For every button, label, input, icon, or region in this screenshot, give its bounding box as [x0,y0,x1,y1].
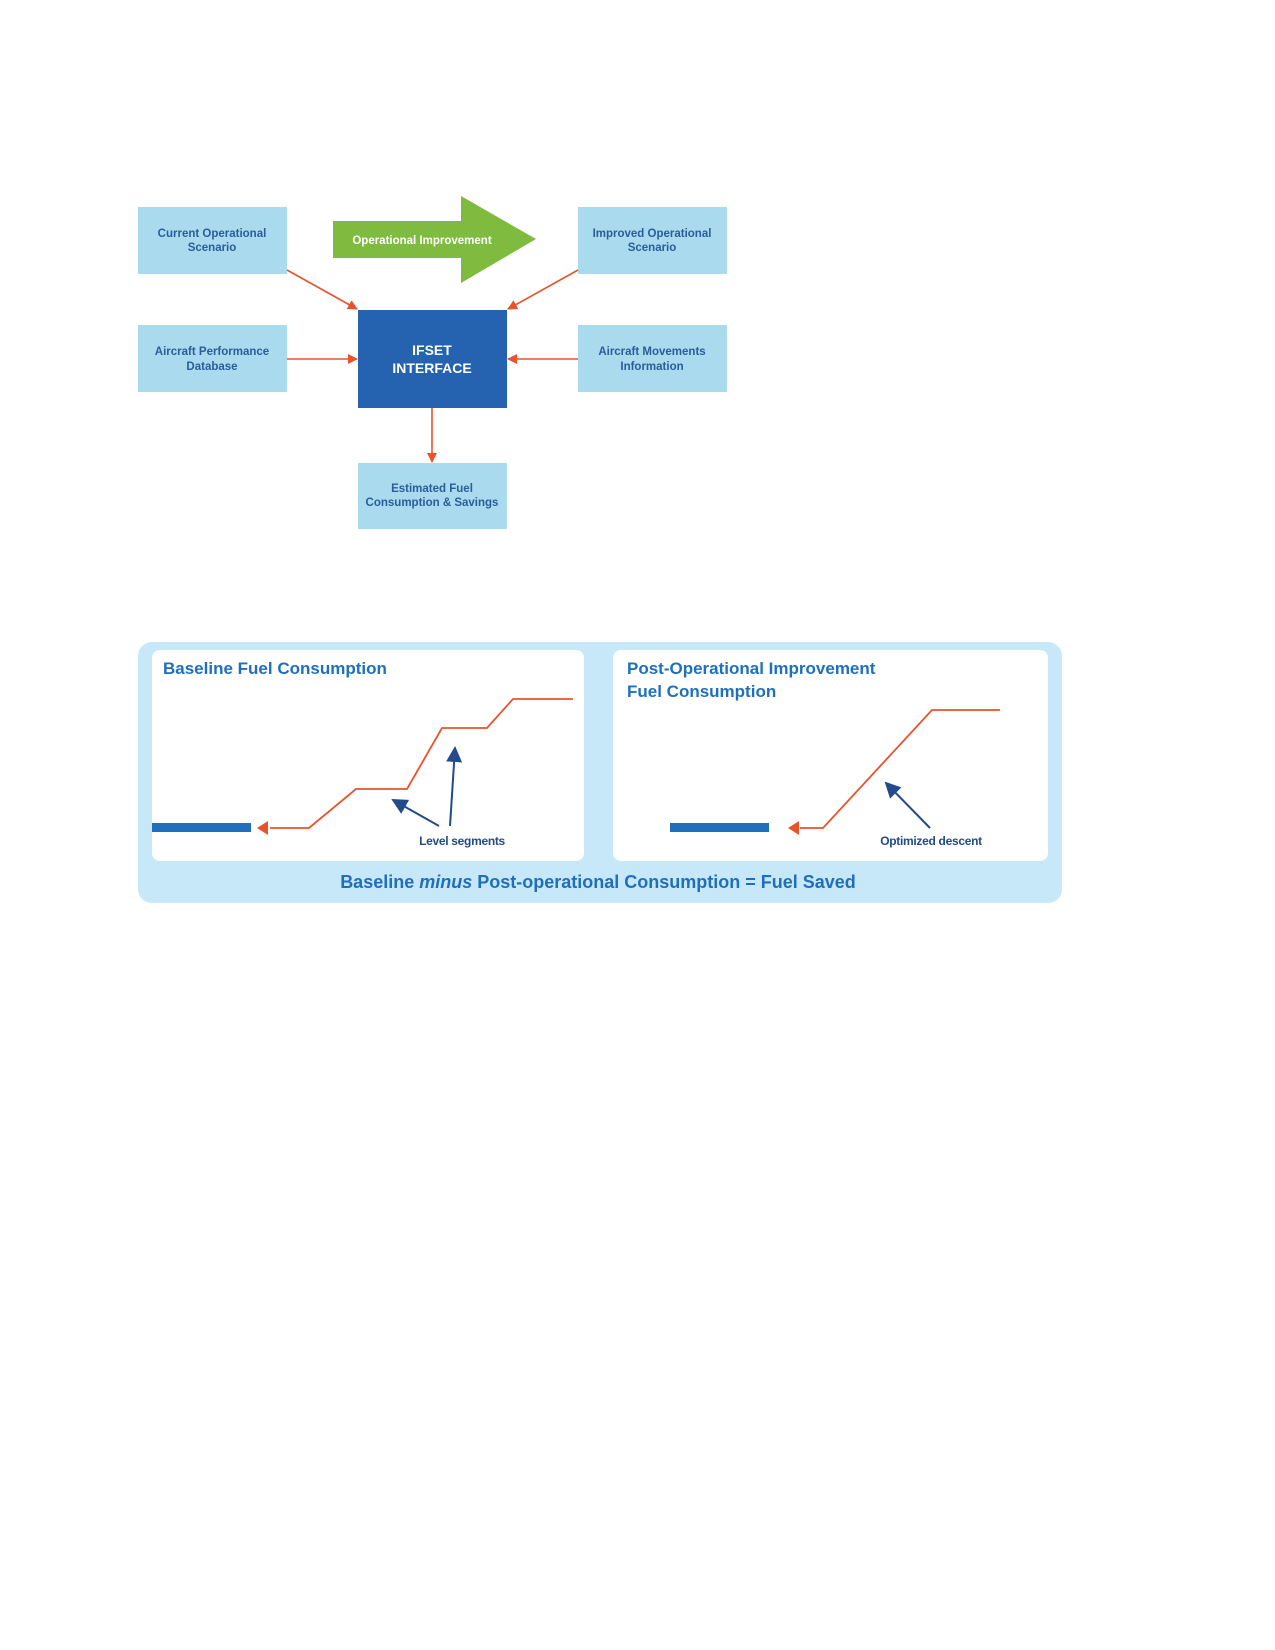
baseline-profile-arrowhead [257,821,268,835]
fuel-consumption-figure: Baseline Fuel Consumption Level segments… [138,642,1062,903]
aircraft-performance-line1: Aircraft Performance [155,346,269,358]
current-scenario-line2: Scenario [188,242,237,254]
optimized-descent-profile [800,709,1000,829]
level-segment-pointer-2 [446,746,463,827]
post-runway-bar [670,823,769,832]
post-profile-arrowhead [788,821,799,835]
improved-scenario-line2: Scenario [628,242,677,254]
baseline-panel: Baseline Fuel Consumption Level segments [152,650,584,861]
operational-improvement-label: Operational Improvement [352,235,491,247]
ifset-interface-box: IFSET INTERFACE [358,310,507,408]
aircraft-movements-line2: Information [620,361,683,373]
ifset-interface-line2: INTERFACE [392,360,471,376]
level-segments-label: Level segments [419,834,505,848]
aircraft-movements-line1: Aircraft Movements [598,346,705,358]
current-scenario-box: Current Operational Scenario [138,207,287,274]
operational-improvement-arrow: Operational Improvement [333,196,536,283]
current-scenario-line1: Current Operational [158,228,267,240]
level-segment-pointer-1 [391,799,440,827]
arrow-current-to-ifset [286,269,358,310]
flow-diagram: Current Operational Scenario Operational… [138,196,727,529]
aircraft-performance-box: Aircraft Performance Database [138,325,287,392]
baseline-title: Baseline Fuel Consumption [163,659,387,678]
aircraft-movements-box: Aircraft Movements Information [578,325,727,392]
post-title-line2: Fuel Consumption [627,682,776,701]
baseline-runway-bar [152,823,251,832]
improved-scenario-line1: Improved Operational [593,228,712,240]
equation-minus: minus [419,872,472,892]
estimated-fuel-line2: Consumption & Savings [366,497,499,509]
optimized-descent-pointer [884,781,931,829]
optimized-descent-label: Optimized descent [880,834,982,848]
arrow-improved-to-ifset [507,269,579,310]
baseline-descent-profile [270,698,573,829]
improved-scenario-box: Improved Operational Scenario [578,207,727,274]
fuel-saved-equation: Baseline minus Post-operational Consumpt… [340,872,856,892]
estimated-fuel-line1: Estimated Fuel [391,483,473,495]
equation-baseline: Baseline [340,872,419,892]
ifset-interface-line1: IFSET [412,342,452,358]
equation-rest: Post-operational Consumption = Fuel Save… [472,872,856,892]
post-operational-panel: Post-Operational Improvement Fuel Consum… [613,650,1048,861]
post-title-line1: Post-Operational Improvement [627,659,876,678]
estimated-fuel-box: Estimated Fuel Consumption & Savings [358,463,507,529]
aircraft-performance-line2: Database [186,361,237,373]
